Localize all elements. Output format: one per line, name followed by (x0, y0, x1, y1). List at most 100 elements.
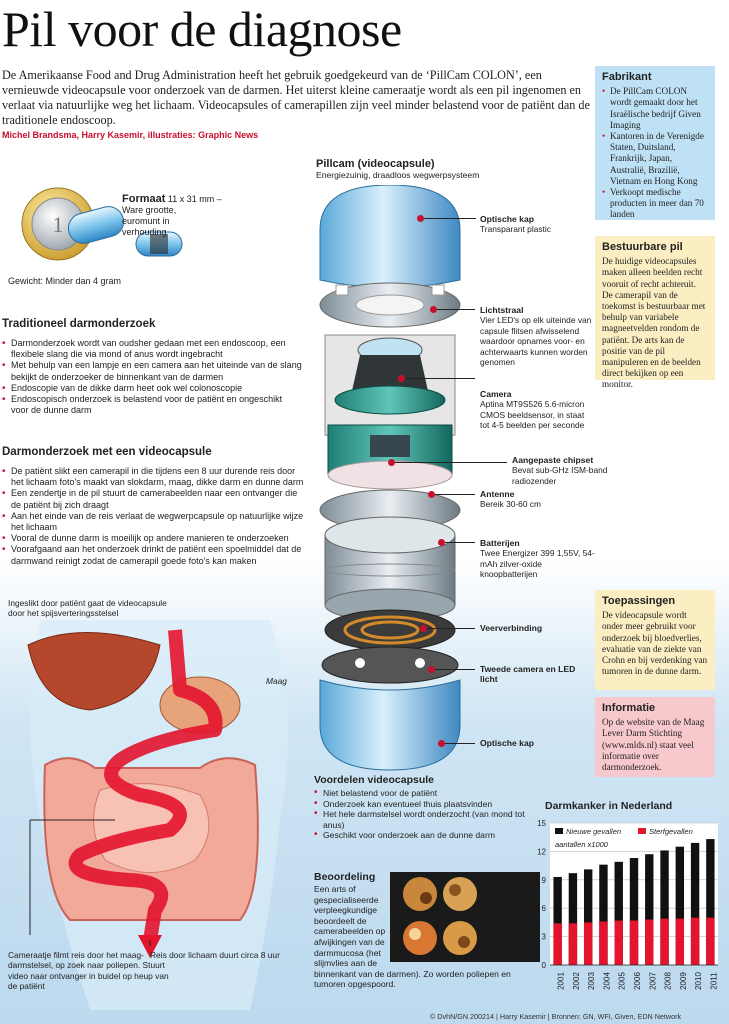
pointer-dot (388, 459, 395, 466)
bar-nieuwe-gevallen (599, 864, 608, 965)
bar-nieuwe-gevallen (614, 861, 623, 965)
chart-subtitle: aantallen x1000 (555, 840, 609, 849)
pillcam-exploded-diagram (319, 185, 461, 771)
list-item: Aan het einde van de reis verlaat de weg… (2, 511, 304, 533)
x-tick-label: 2004 (602, 972, 611, 990)
bar-sterfgevallen (629, 920, 639, 965)
list-item: Darmonderzoek wordt van oudsher gedaan m… (2, 338, 302, 360)
footer-credits: © DvhN/GN 200214 | Harry Kasemir | Bronn… (430, 1012, 682, 1021)
bar-sterfgevallen (583, 922, 593, 965)
part-optische-kap-bottom: Optische kap (480, 738, 534, 748)
videocapsule-title: Darmonderzoek met een videocapsule (2, 446, 212, 458)
part-desc: Transparant plastic (480, 224, 551, 235)
part-name: Batterijen (480, 538, 520, 548)
y-tick-label: 0 (542, 961, 547, 970)
part-name: Antenne (480, 489, 515, 499)
pointer-line (435, 494, 475, 495)
beoordeling-section: Beoordeling (314, 872, 394, 883)
informatie-text: Op de website van de Maag Lever Darm Sti… (602, 717, 705, 773)
x-tick-label: 2001 (557, 972, 566, 990)
x-tick-label: 2008 (664, 972, 673, 990)
list-item: Endoscopisch onderzoek is belastend voor… (2, 394, 302, 416)
list-item: Met behulp van een lampje en een camera … (2, 360, 302, 382)
formaat-block: Formaat 11 x 31 mm – Ware grootte, eurom… (122, 194, 292, 238)
bar-nieuwe-gevallen (706, 839, 715, 965)
pointer-line (427, 628, 475, 629)
bar-sterfgevallen (690, 917, 700, 965)
x-tick-label: 2002 (572, 972, 581, 990)
pointer-line (424, 218, 476, 219)
part-desc: Aptina MT9S526 5.6-micron CMOS beeldsens… (480, 399, 585, 431)
list-item: Vooral de dunne darm is moeilijk op ande… (2, 533, 304, 544)
svg-text:1: 1 (53, 212, 64, 237)
optical-cap-top (319, 185, 461, 288)
liver-shape (27, 632, 161, 711)
toepassingen-text: De videocapsule wordt onder meer gebruik… (602, 610, 708, 677)
x-tick-label: 2010 (694, 972, 703, 990)
list-item: Niet belastend voor de patiënt (314, 788, 539, 799)
bar-nieuwe-gevallen (690, 842, 700, 965)
bestuurbare-box: Bestuurbare pil De huidige videocapsules… (595, 236, 715, 389)
list-item: De PillCam COLON wordt gemaakt door het … (602, 86, 708, 131)
pillcam-title: Pillcam (videocapsule) (316, 158, 435, 170)
bar-nieuwe-gevallen (645, 854, 654, 965)
list-item: Een zendertje in de pil stuurt de camera… (2, 488, 304, 510)
bestuurbare-title: Bestuurbare pil (602, 241, 683, 253)
bar-sterfgevallen (553, 923, 562, 965)
y-tick-label: 12 (537, 847, 546, 856)
y-tick-label: 3 (542, 933, 547, 942)
capsule-path-arrow (68, 629, 223, 942)
x-tick-label: 2003 (587, 972, 596, 990)
formaat-label: Formaat (122, 193, 166, 205)
part-desc: Twee Energizer 399 1,55V, 54-mAh zilver-… (480, 548, 595, 580)
list-item: Kantoren in de Verenigde Staten, Duitsla… (602, 131, 708, 187)
bar-nieuwe-gevallen (675, 846, 685, 965)
x-tick-label: 2011 (709, 972, 718, 990)
part-name: Veerverbinding (480, 623, 543, 633)
beoordeling-text: Een arts of gespecialiseerde verpleegkun… (314, 884, 511, 990)
y-tick-label: 9 (542, 876, 547, 885)
fabrikant-box: Fabrikant De PillCam COLON wordt gemaakt… (595, 66, 715, 220)
pointer-dot (428, 666, 435, 673)
part-desc: Vier LED's op elk uiteinde van capsule f… (480, 315, 592, 368)
part-desc: Bevat sub-GHz ISM-band radiozender (512, 465, 608, 486)
pointer-dot (398, 375, 405, 382)
pointer-dot (417, 215, 424, 222)
pointer-line (445, 542, 475, 543)
list-item: Geschikt voor onderzoek aan de dunne dar… (314, 830, 539, 841)
beoordeling-title: Beoordeling (314, 871, 376, 883)
x-tick-label: 2006 (633, 972, 642, 990)
credit-line: Michel Brandsma, Harry Kasemir, illustra… (2, 130, 259, 140)
pointer-line (395, 462, 507, 463)
page-title: Pil voor de diagnose (2, 1, 402, 57)
part-name: Aangepaste chipset (512, 455, 594, 465)
bestuurbare-text: De huidige videocapsules maken alleen be… (602, 256, 706, 390)
part-name: Optische kap (480, 214, 534, 224)
digestive-system-illustration (27, 620, 288, 1010)
legend-swatch (555, 828, 563, 834)
voordelen-section: Voordelen videocapsule Niet belastend vo… (314, 774, 539, 841)
pointer-dot (420, 625, 427, 632)
voordelen-list: Niet belastend voor de patiënt Onderzoek… (314, 788, 539, 841)
part-name: Tweede camera en LED licht (480, 664, 576, 685)
optical-cap-bottom (319, 679, 461, 771)
bar-sterfgevallen (645, 919, 654, 965)
part-tweede-camera: Tweede camera en LED licht (480, 664, 580, 685)
list-item: Voorafgaand aan het onderzoek drinkt de … (2, 544, 304, 566)
formaat-desc: Ware grootte, euromunt in verhouding (122, 205, 177, 237)
fabrikant-list: De PillCam COLON wordt gemaakt door het … (602, 86, 708, 220)
part-name: Lichtstraal (480, 305, 524, 315)
voordelen-title: Voordelen videocapsule (314, 774, 435, 786)
formaat-size: 11 x 31 mm – (167, 194, 222, 204)
bar-sterfgevallen (675, 918, 685, 965)
pointer-dot (430, 306, 437, 313)
list-item: Het hele darmstelsel wordt onderzocht (v… (314, 809, 539, 830)
beoordeling-text-wrap: Een arts of gespecialiseerde verpleegkun… (314, 884, 539, 1004)
pointer-dot (438, 539, 445, 546)
